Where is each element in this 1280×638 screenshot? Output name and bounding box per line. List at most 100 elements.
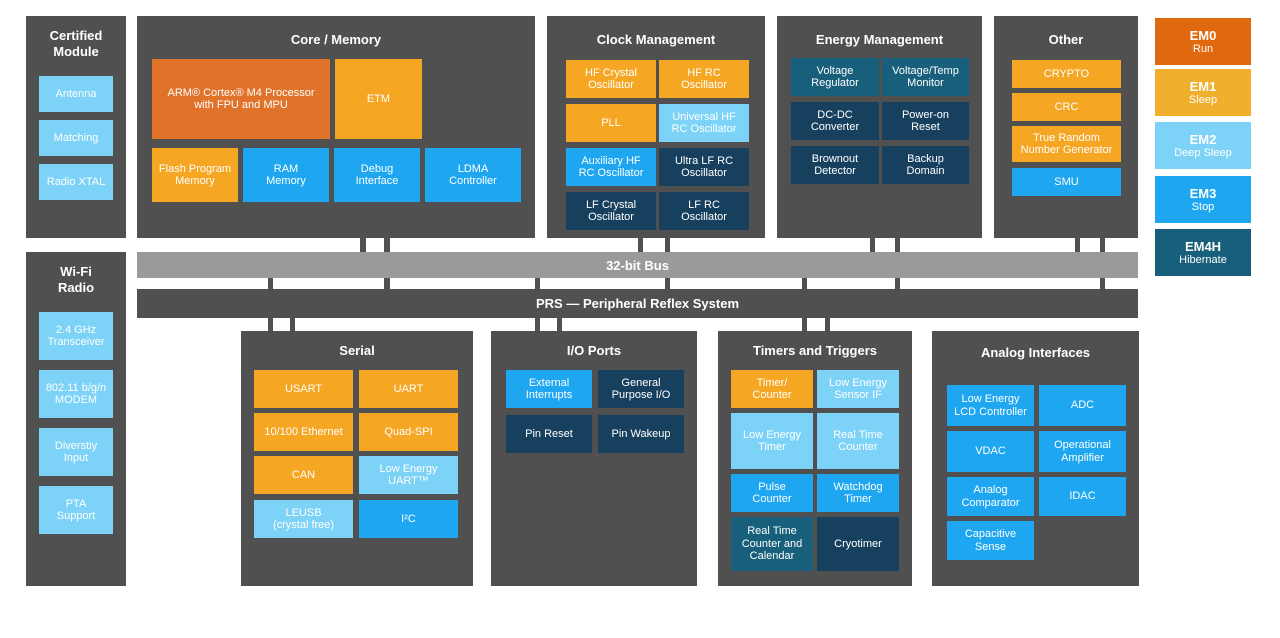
transceiver-block: 2.4 GHz Transceiver [39, 312, 113, 360]
wifi-radio-panel: Wi-Fi Radio 2.4 GHz Transceiver 802.11 b… [26, 252, 126, 586]
hf-rc-oscillator-block: HF RC Oscillator [659, 60, 749, 98]
real-time-counter-calendar-block: Real Time Counter and Calendar [731, 517, 813, 571]
crypto-block: CRYPTO [1012, 60, 1121, 88]
vdac-block: VDAC [947, 431, 1034, 472]
can-block: CAN [254, 456, 353, 494]
power-on-reset-block: Power-on Reset [882, 102, 969, 140]
wifi-radio-title: Wi-Fi Radio [57, 264, 95, 295]
core-memory-title: Core / Memory [290, 32, 382, 47]
ram-memory-block: RAM Memory [243, 148, 329, 202]
analog-comparator-block: Analog Comparator [947, 477, 1034, 516]
etm-block: ETM [335, 59, 422, 139]
bus-connector [557, 314, 562, 336]
clock-management-title: Clock Management [596, 32, 716, 47]
lcd-controller-block: Low Energy LCD Controller [947, 385, 1034, 426]
other-title: Other [1048, 32, 1084, 47]
capacitive-sense-block: Capacitive Sense [947, 521, 1034, 560]
crc-block: CRC [1012, 93, 1121, 121]
diversity-input-block: Diverstiy Input [39, 428, 113, 476]
debug-interface-block: Debug Interface [334, 148, 420, 202]
ultra-lf-rc-oscillator-block: Ultra LF RC Oscillator [659, 148, 749, 186]
low-energy-uart-block: Low Energy UART™ [359, 456, 458, 494]
serial-title: Serial [339, 343, 375, 358]
analog-interfaces-panel: Analog Interfaces Low Energy LCD Control… [932, 331, 1139, 586]
adc-block: ADC [1039, 385, 1126, 426]
certified-module-title: Certified Module [49, 28, 103, 59]
bus-32bit: 32-bit Bus [137, 252, 1138, 278]
voltage-temp-monitor-block: Voltage/Temp Monitor [882, 58, 969, 96]
i2c-block: I²C [359, 500, 458, 538]
general-purpose-io-block: General Purpose I/O [598, 370, 684, 408]
energy-mode-desc: Deep Sleep [1174, 146, 1232, 159]
smu-block: SMU [1012, 168, 1121, 196]
bus-connector [825, 314, 830, 336]
energy-mode-desc: Stop [1191, 200, 1215, 213]
cryotimer-block: Cryotimer [817, 517, 899, 571]
ldma-controller-block: LDMA Controller [425, 148, 521, 202]
idac-block: IDAC [1039, 477, 1126, 516]
serial-panel: Serial USART UART 10/100 Ethernet Quad-S… [241, 331, 473, 586]
lf-crystal-oscillator-block: LF Crystal Oscillator [566, 192, 656, 230]
bus-connector [360, 238, 366, 258]
bus-connector [1075, 238, 1080, 258]
energy-mode-desc: Run [1192, 42, 1214, 55]
timers-triggers-title: Timers and Triggers [752, 343, 878, 358]
auxiliary-hf-rc-oscillator-block: Auxiliary HF RC Oscillator [566, 148, 656, 186]
other-panel: Other CRYPTO CRC True Random Number Gene… [994, 16, 1138, 238]
energy-management-title: Energy Management [815, 32, 944, 47]
usart-block: USART [254, 370, 353, 408]
pin-wakeup-block: Pin Wakeup [598, 415, 684, 453]
flash-memory-block: Flash Program Memory [152, 148, 238, 202]
energy-mode-name: EM1 [1189, 78, 1217, 94]
uart-block: UART [359, 370, 458, 408]
energy-management-panel: Energy Management Voltage Regulator Volt… [777, 16, 982, 238]
brownout-detector-block: Brownout Detector [791, 146, 879, 184]
prs-bar: PRS — Peripheral Reflex System [137, 289, 1138, 318]
clock-management-panel: Clock Management HF Crystal Oscillator H… [547, 16, 765, 238]
energy-mode-name: EM3 [1189, 185, 1217, 201]
energy-mode-name: EM2 [1189, 131, 1217, 147]
ethernet-block: 10/100 Ethernet [254, 413, 353, 451]
timers-triggers-panel: Timers and Triggers Timer/ Counter Low E… [718, 331, 912, 586]
antenna-block: Antenna [39, 76, 113, 112]
real-time-counter-block: Real Time Counter [817, 413, 899, 469]
radio-xtal-block: Radio XTAL [39, 164, 113, 200]
dc-dc-converter-block: DC-DC Converter [791, 102, 879, 140]
low-energy-sensor-if-block: Low Energy Sensor IF [817, 370, 899, 408]
pll-block: PLL [566, 104, 656, 142]
true-random-number-generator-block: True Random Number Generator [1012, 126, 1121, 162]
universal-hf-rc-oscillator-block: Universal HF RC Oscillator [659, 104, 749, 142]
pin-reset-block: Pin Reset [506, 415, 592, 453]
bus-connector [638, 238, 643, 258]
processor-block: ARM® Cortex® M4 Processor with FPU and M… [152, 59, 330, 139]
watchdog-timer-block: Watchdog Timer [817, 474, 899, 512]
timer-counter-block: Timer/ Counter [731, 370, 813, 408]
operational-amplifier-block: Operational Amplifier [1039, 431, 1126, 472]
voltage-regulator-block: Voltage Regulator [791, 58, 879, 96]
energy-mode-name: EM0 [1189, 27, 1217, 43]
core-memory-panel: Core / Memory ARM® Cortex® M4 Processor … [137, 16, 535, 238]
energy-mode-desc: Hibernate [1179, 253, 1227, 266]
analog-interfaces-title: Analog Interfaces [980, 345, 1091, 360]
io-ports-panel: I/O Ports External Interrupts General Pu… [491, 331, 697, 586]
quad-spi-block: Quad-SPI [359, 413, 458, 451]
energy-mode-desc: Sleep [1188, 93, 1218, 106]
bus-connector [870, 238, 875, 258]
low-energy-timer-block: Low Energy Timer [731, 413, 813, 469]
energy-mode-name: EM4H [1184, 238, 1222, 254]
external-interrupts-block: External Interrupts [506, 370, 592, 408]
hf-crystal-oscillator-block: HF Crystal Oscillator [566, 60, 656, 98]
pta-support-block: PTA Support [39, 486, 113, 534]
pulse-counter-block: Pulse Counter [731, 474, 813, 512]
io-ports-title: I/O Ports [566, 343, 622, 358]
certified-module-panel: Certified Module Antenna Matching Radio … [26, 16, 126, 238]
backup-domain-block: Backup Domain [882, 146, 969, 184]
lf-rc-oscillator-block: LF RC Oscillator [659, 192, 749, 230]
matching-block: Matching [39, 120, 113, 156]
modem-block: 802.11 b/g/n MODEM [39, 370, 113, 418]
